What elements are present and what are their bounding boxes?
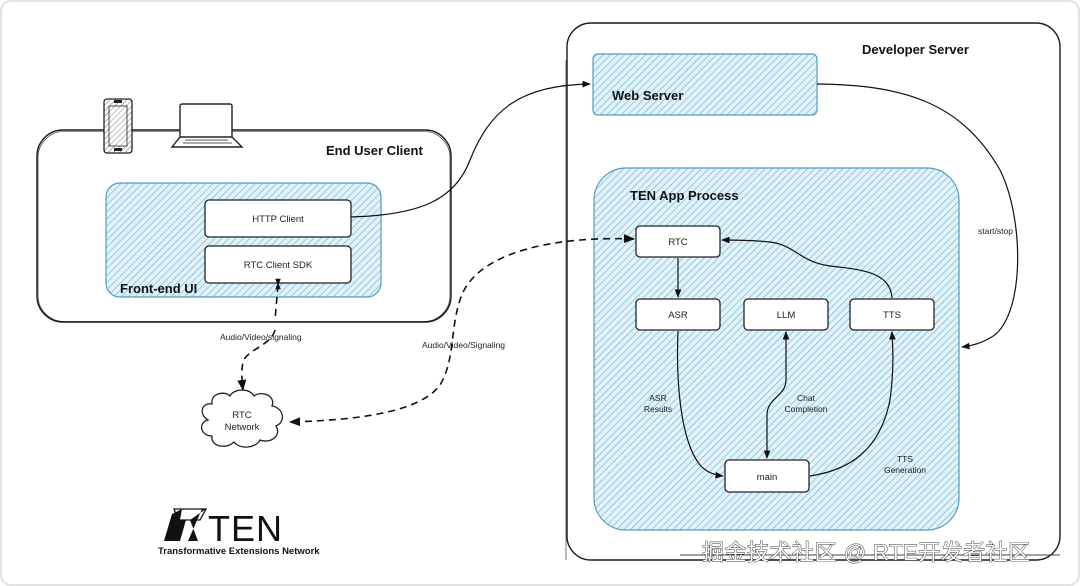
chat-completion-label-line2: Completion [785, 404, 828, 414]
llm-node[interactable]: LLM [743, 298, 829, 331]
start-stop-label: start/stop [978, 226, 1013, 236]
ten-logo: TEN Transformative Extensions Network [158, 508, 320, 557]
ten-tagline: Transformative Extensions Network [158, 546, 320, 557]
watermark: 掘金技术社区 @ RTE开发者社区 [702, 540, 1031, 565]
edge-asr-to-main [676, 330, 724, 479]
asr-results-label-line1: ASR [649, 393, 666, 403]
rtc-network-cloud[interactable]: RTC Network [201, 389, 283, 448]
http-client-node[interactable]: HTTP Client [204, 199, 352, 238]
ten-app-process-title: TEN App Process [630, 188, 739, 203]
end-user-client-title: End User Client [326, 143, 423, 158]
rtc-network-label-line1: RTC [232, 410, 251, 421]
tts-node[interactable]: TTS [849, 298, 935, 331]
edge-tts-to-rtc [721, 236, 893, 299]
edge-sdk-to-network [242, 284, 279, 390]
llm-label: LLM [777, 310, 796, 321]
server-av-label: Audio/Video/Signaling [422, 340, 505, 350]
web-server-title: Web Server [612, 88, 683, 103]
edge-start-stop [816, 83, 1019, 350]
web-server-node[interactable]: Web Server [592, 53, 818, 116]
main-node[interactable]: main [724, 459, 810, 493]
tts-generation-label-line2: Generation [884, 465, 926, 475]
ten-wordmark: TEN [208, 508, 283, 549]
client-av-label: Audio/Video/signaling [220, 332, 302, 342]
end-user-client-container: End User Client [36, 129, 452, 323]
tts-generation-label-line1: TTS [897, 454, 913, 464]
edge-main-to-tts [809, 331, 896, 477]
edge-rtc-to-network [288, 234, 636, 427]
tts-label: TTS [883, 310, 901, 321]
main-label: main [757, 472, 778, 483]
edge-http-to-webserver [350, 80, 591, 218]
http-client-label: HTTP Client [252, 214, 304, 225]
front-end-ui-title: Front-end UI [120, 281, 197, 296]
laptop-icon [170, 103, 244, 148]
rtc-node[interactable]: RTC [635, 225, 721, 258]
asr-node[interactable]: ASR [635, 298, 721, 331]
ten-logo-mark-icon [164, 508, 208, 541]
edge-main-llm [763, 331, 790, 459]
chat-completion-label-line1: Chat [797, 393, 816, 403]
phone-icon [103, 98, 133, 154]
rtc-client-sdk-node[interactable]: RTC Client SDK [204, 245, 352, 284]
developer-server-title: Developer Server [862, 42, 969, 57]
rtc-label: RTC [668, 237, 687, 248]
asr-label: ASR [668, 310, 688, 321]
asr-results-label-line2: Results [644, 404, 672, 414]
rtc-client-sdk-label: RTC Client SDK [244, 260, 313, 271]
rtc-network-label-line2: Network [225, 422, 260, 433]
